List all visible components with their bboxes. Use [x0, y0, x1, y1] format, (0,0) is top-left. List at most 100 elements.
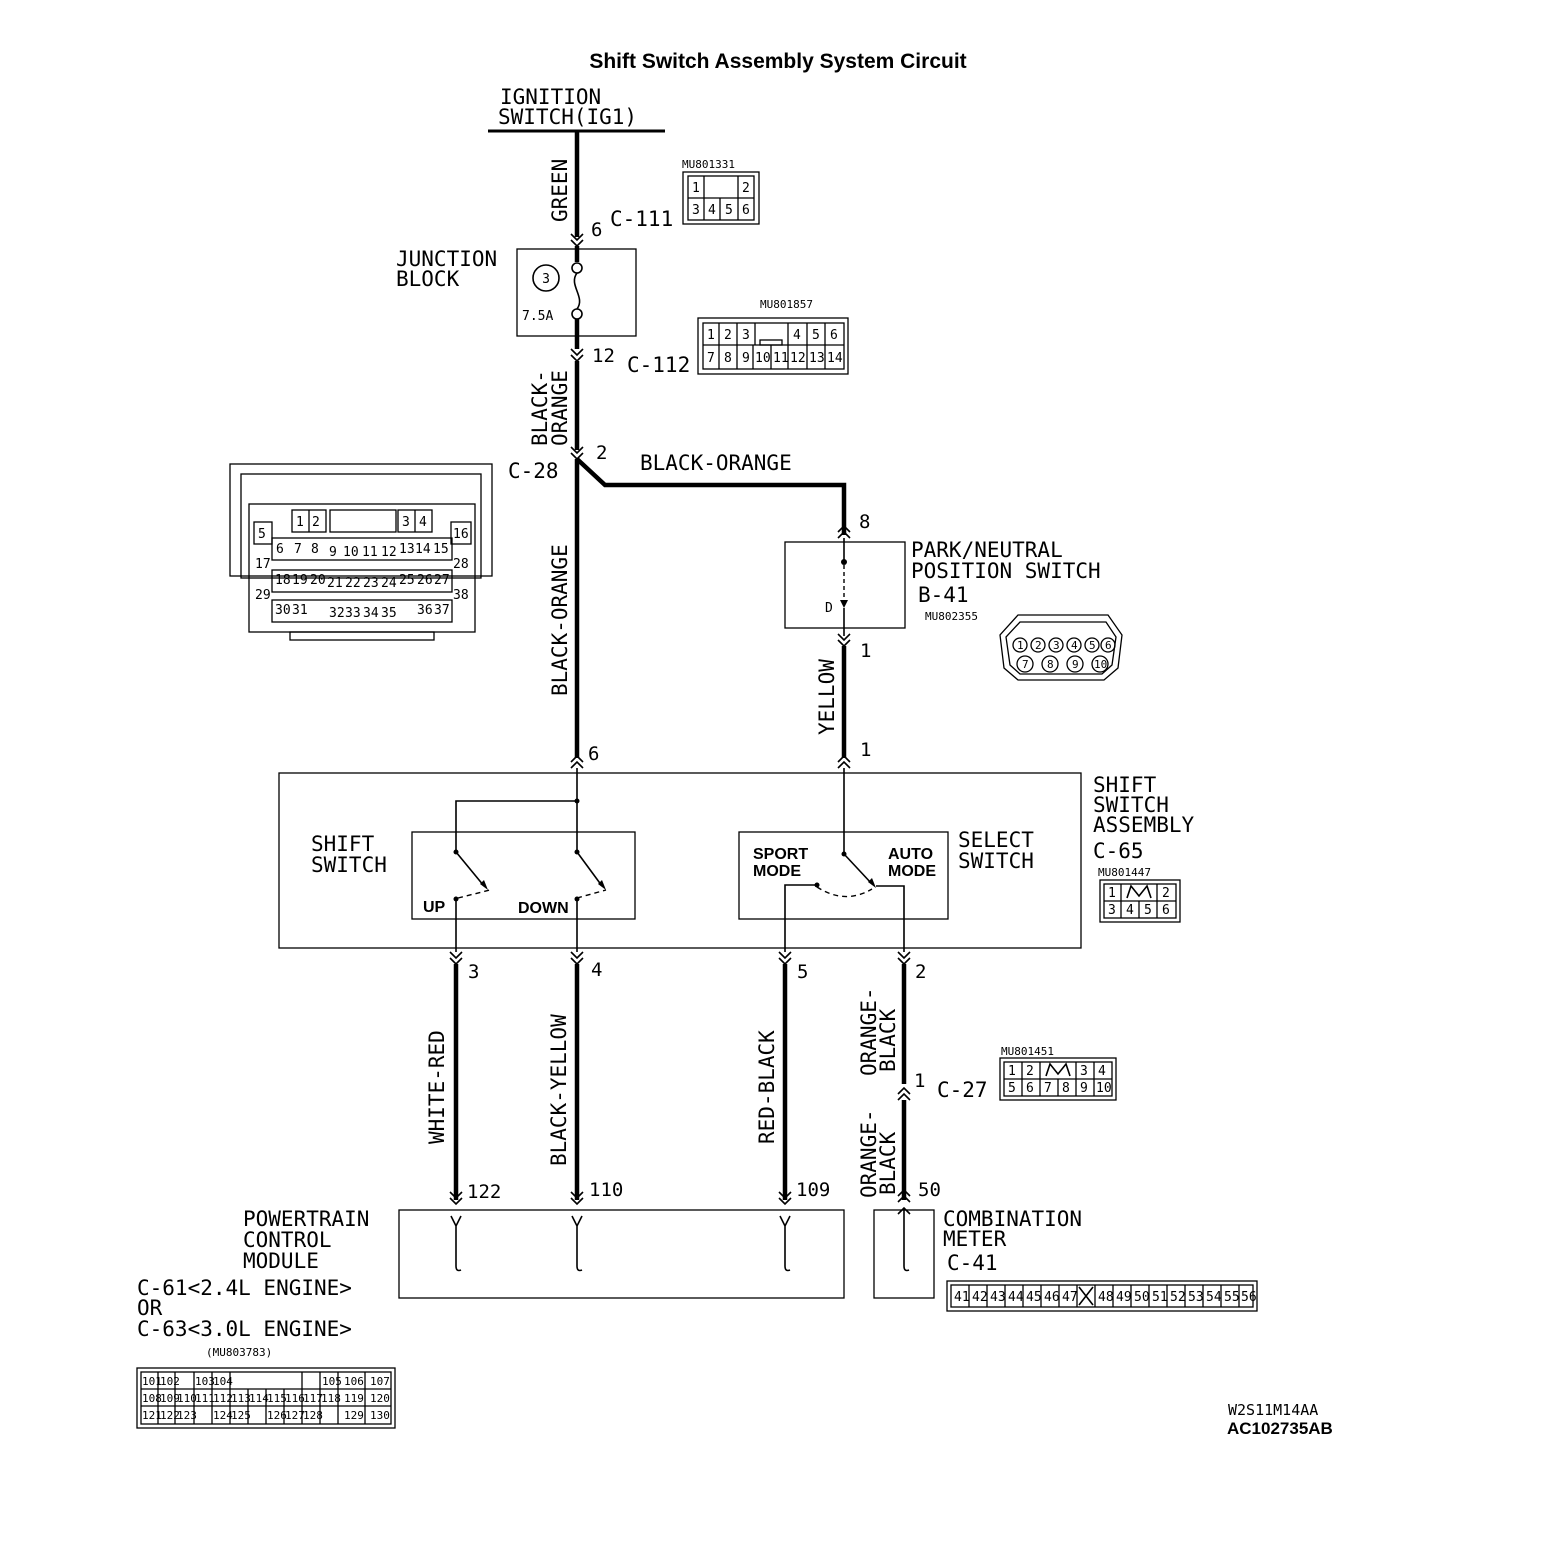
svg-text:3: 3: [1053, 639, 1060, 652]
svg-text:4: 4: [1126, 903, 1134, 918]
svg-text:41: 41: [954, 1290, 970, 1305]
svg-text:SWITCH: SWITCH: [958, 849, 1034, 873]
svg-text:12: 12: [592, 345, 615, 367]
svg-text:38: 38: [453, 588, 469, 603]
svg-text:104: 104: [213, 1375, 233, 1388]
svg-text:C-61<2.4L ENGINE>: C-61<2.4L ENGINE>: [137, 1276, 352, 1300]
svg-text:2: 2: [724, 328, 732, 343]
svg-text:114: 114: [249, 1392, 269, 1405]
svg-text:10: 10: [1094, 658, 1107, 671]
svg-text:105: 105: [322, 1375, 342, 1388]
svg-text:43: 43: [990, 1290, 1006, 1305]
svg-text:7: 7: [294, 542, 302, 557]
svg-text:128: 128: [303, 1409, 323, 1422]
svg-text:9: 9: [329, 545, 337, 560]
label-green: GREEN: [548, 159, 572, 222]
svg-text:6: 6: [830, 328, 838, 343]
svg-text:25: 25: [399, 573, 415, 588]
svg-text:C-28: C-28: [508, 459, 559, 483]
svg-text:14: 14: [415, 542, 431, 557]
svg-text:POSITION SWITCH: POSITION SWITCH: [911, 559, 1101, 583]
svg-text:27: 27: [434, 573, 450, 588]
svg-text:4: 4: [1098, 1064, 1106, 1079]
label-orange-black-lower-1: ORANGE-: [857, 1109, 881, 1198]
svg-text:6: 6: [588, 743, 599, 765]
park-neutral-switch: 8 D PARK/NEUTRAL POSITION SWITCH B-41 1: [784, 511, 1101, 662]
svg-text:30: 30: [275, 603, 291, 618]
svg-text:32: 32: [329, 606, 345, 621]
svg-text:5: 5: [1089, 639, 1096, 652]
svg-text:46: 46: [1044, 1290, 1060, 1305]
svg-text:MODULE: MODULE: [243, 1249, 319, 1273]
svg-text:111: 111: [195, 1392, 215, 1405]
svg-text:36: 36: [417, 603, 433, 618]
svg-text:9: 9: [742, 351, 750, 366]
label-orange-black-upper-2: BLACK: [876, 1008, 900, 1072]
svg-text:POWERTRAIN: POWERTRAIN: [243, 1207, 369, 1231]
svg-text:MODE: MODE: [753, 863, 801, 880]
svg-text:11: 11: [773, 351, 789, 366]
svg-text:49: 49: [1116, 1290, 1132, 1305]
svg-text:14: 14: [827, 351, 843, 366]
svg-text:1: 1: [860, 640, 871, 662]
svg-text:(MU803783): (MU803783): [206, 1346, 272, 1359]
svg-text:50: 50: [918, 1179, 941, 1201]
svg-text:120: 120: [370, 1392, 390, 1405]
svg-text:6: 6: [276, 542, 284, 557]
svg-text:2: 2: [1026, 1064, 1034, 1079]
label-white-red: WHITE-RED: [425, 1030, 449, 1144]
svg-text:C-112: C-112: [627, 353, 690, 377]
connector-face-c112: MU801857 1 2 3 4 5 6 7 8 9 10 11 12 13 1…: [697, 298, 849, 375]
label-black-orange-upper-1: BLACK-: [528, 370, 552, 446]
svg-text:113: 113: [231, 1392, 251, 1405]
connector-c28: 2 C-28: [508, 442, 607, 483]
svg-text:56: 56: [1241, 1290, 1257, 1305]
svg-text:6: 6: [742, 203, 750, 218]
svg-text:7: 7: [1044, 1081, 1052, 1096]
connector-face-c41: 41 42 43 44 45 46 47 48 49 50 51 52 53 5…: [946, 1280, 1258, 1312]
svg-text:9: 9: [1072, 658, 1079, 671]
svg-text:2: 2: [915, 961, 926, 983]
svg-text:44: 44: [1008, 1290, 1024, 1305]
label-orange-black-lower-2: BLACK: [876, 1131, 900, 1195]
svg-text:42: 42: [972, 1290, 988, 1305]
svg-text:119: 119: [344, 1392, 364, 1405]
svg-text:107: 107: [370, 1375, 390, 1388]
svg-text:DOWN: DOWN: [518, 900, 569, 917]
svg-text:4: 4: [708, 203, 716, 218]
svg-text:SWITCH: SWITCH: [1093, 793, 1169, 817]
svg-text:SHIFT: SHIFT: [311, 832, 375, 856]
svg-text:125: 125: [231, 1409, 251, 1422]
svg-text:31: 31: [292, 603, 308, 618]
label-black-orange-vertical: BLACK-ORANGE: [548, 544, 572, 696]
connector-face-c28: 1 2 3 4 5 6 7 8 9 10 11 12 13 14 15 16 1…: [229, 463, 493, 641]
svg-text:50: 50: [1134, 1290, 1150, 1305]
svg-text:37: 37: [434, 603, 450, 618]
svg-text:47: 47: [1062, 1290, 1078, 1305]
svg-text:115: 115: [267, 1392, 287, 1405]
svg-text:2: 2: [596, 442, 607, 464]
svg-text:2: 2: [1162, 886, 1170, 901]
svg-text:28: 28: [453, 557, 469, 572]
svg-text:21: 21: [327, 576, 343, 591]
svg-text:C-41: C-41: [947, 1251, 998, 1275]
svg-text:55: 55: [1224, 1290, 1240, 1305]
svg-text:1: 1: [914, 1070, 925, 1092]
shift-switch: SHIFT SWITCH UP DOWN: [311, 768, 636, 952]
svg-text:SWITCH(IG1): SWITCH(IG1): [498, 105, 637, 129]
svg-text:13: 13: [399, 542, 415, 557]
connector-c111: 6 C-111: [570, 207, 673, 248]
connector-c112: 12 C-112: [570, 345, 690, 377]
svg-text:12: 12: [381, 545, 397, 560]
label-yellow: YELLOW: [815, 659, 839, 735]
svg-text:20: 20: [310, 573, 326, 588]
svg-text:7.5A: 7.5A: [522, 309, 553, 324]
svg-text:9: 9: [1080, 1081, 1088, 1096]
connector-c27: 1 C-27: [897, 1070, 988, 1102]
svg-text:8: 8: [1062, 1081, 1070, 1096]
svg-text:C-65: C-65: [1093, 839, 1144, 863]
svg-text:33: 33: [345, 606, 361, 621]
svg-text:UP: UP: [423, 899, 446, 916]
svg-text:29: 29: [255, 588, 271, 603]
